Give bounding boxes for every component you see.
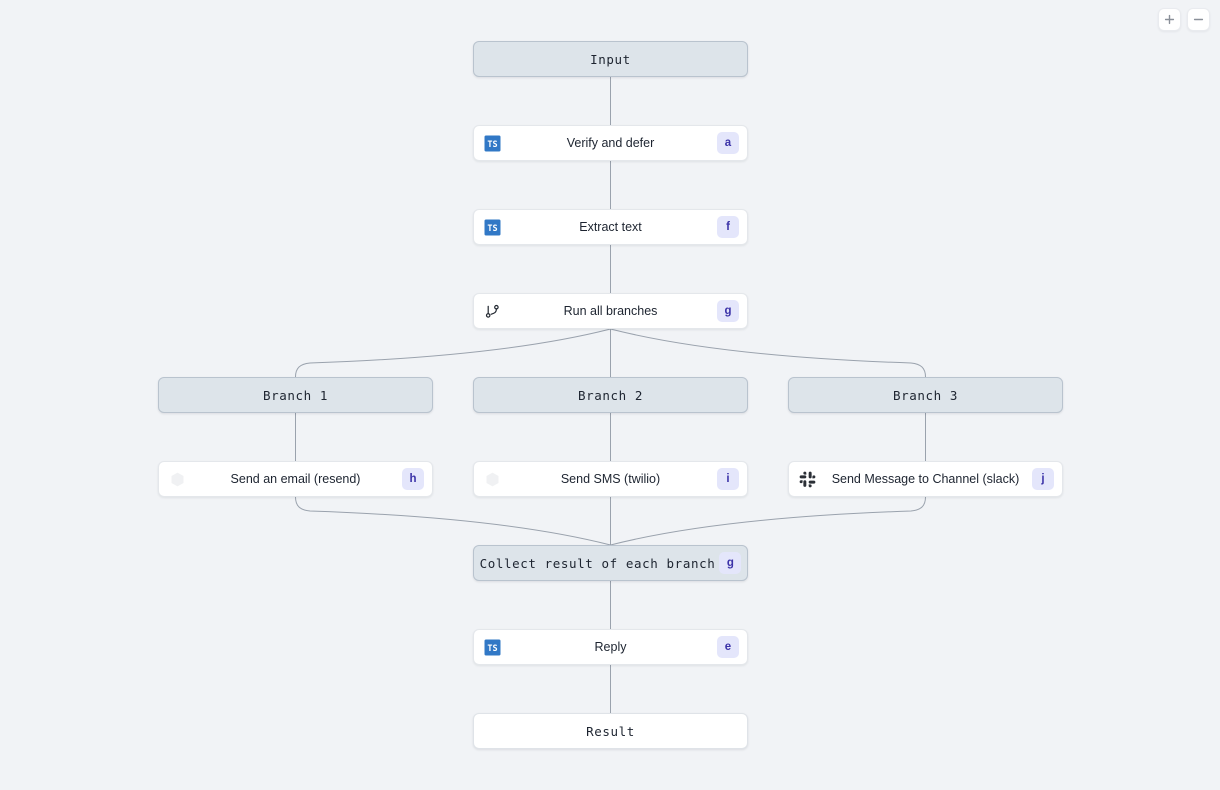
node-run-all-branches-label: Run all branches <box>563 304 658 318</box>
node-send-message-to-channel-slack-badge[interactable]: j <box>1032 468 1054 490</box>
node-branch-1[interactable]: Branch 1 <box>158 377 433 413</box>
node-send-sms-twilio[interactable]: Send SMS (twilio) i <box>473 461 748 497</box>
node-send-sms-twilio-label: Send SMS (twilio) <box>560 472 661 486</box>
node-send-message-to-channel-slack-label: Send Message to Channel (slack) <box>831 472 1020 486</box>
node-extract-text[interactable]: TS Extract text f <box>473 209 748 245</box>
node-run-all-branches-badge[interactable]: g <box>717 300 739 322</box>
edge-runall-to-branch1 <box>295 328 611 378</box>
typescript-icon: TS <box>483 218 501 236</box>
node-branch-2-label: Branch 2 <box>577 387 643 403</box>
node-input[interactable]: Input <box>473 41 748 77</box>
typescript-icon: TS <box>483 638 501 656</box>
zoom-out-button[interactable] <box>1187 8 1210 31</box>
edge-email-to-collect <box>295 496 611 546</box>
node-run-all-branches[interactable]: Run all branches g <box>473 293 748 329</box>
node-result-label: Result <box>586 723 635 739</box>
git-branch-icon <box>483 302 501 320</box>
slack-icon <box>798 470 816 488</box>
node-collect-result-of-each-branch-label: Collect result of each branch <box>479 555 716 571</box>
node-extract-text-label: Extract text <box>579 220 642 234</box>
svg-text:TS: TS <box>487 644 497 654</box>
node-send-an-email-resend-label: Send an email (resend) <box>230 472 361 486</box>
node-send-sms-twilio-badge[interactable]: i <box>717 468 739 490</box>
node-verify-and-defer-label: Verify and defer <box>566 136 655 150</box>
node-reply[interactable]: TS Reply e <box>473 629 748 665</box>
node-verify-and-defer[interactable]: TS Verify and defer a <box>473 125 748 161</box>
edge-slack-to-collect <box>610 496 926 546</box>
node-collect-result-of-each-branch-badge[interactable]: g <box>719 552 742 574</box>
edge-runall-to-branch3 <box>610 328 926 378</box>
twilio-icon <box>483 470 501 488</box>
node-verify-and-defer-badge[interactable]: a <box>717 132 739 154</box>
node-send-an-email-resend-badge[interactable]: h <box>402 468 424 490</box>
node-input-label: Input <box>590 51 631 67</box>
node-send-an-email-resend[interactable]: Send an email (resend) h <box>158 461 433 497</box>
node-reply-badge[interactable]: e <box>717 636 739 658</box>
node-reply-label: Reply <box>594 640 627 654</box>
node-send-message-to-channel-slack[interactable]: Send Message to Channel (slack) j <box>788 461 1063 497</box>
resend-icon <box>168 470 186 488</box>
zoom-controls <box>1158 8 1210 31</box>
node-extract-text-badge[interactable]: f <box>717 216 739 238</box>
node-result[interactable]: Result <box>473 713 748 749</box>
node-branch-2[interactable]: Branch 2 <box>473 377 748 413</box>
svg-text:TS: TS <box>487 224 497 234</box>
zoom-in-button[interactable] <box>1158 8 1181 31</box>
node-branch-3-label: Branch 3 <box>892 387 958 403</box>
node-branch-3[interactable]: Branch 3 <box>788 377 1063 413</box>
node-collect-result-of-each-branch[interactable]: Collect result of each branch g <box>473 545 748 581</box>
node-branch-1-label: Branch 1 <box>262 387 328 403</box>
typescript-icon: TS <box>483 134 501 152</box>
svg-text:TS: TS <box>487 140 497 150</box>
